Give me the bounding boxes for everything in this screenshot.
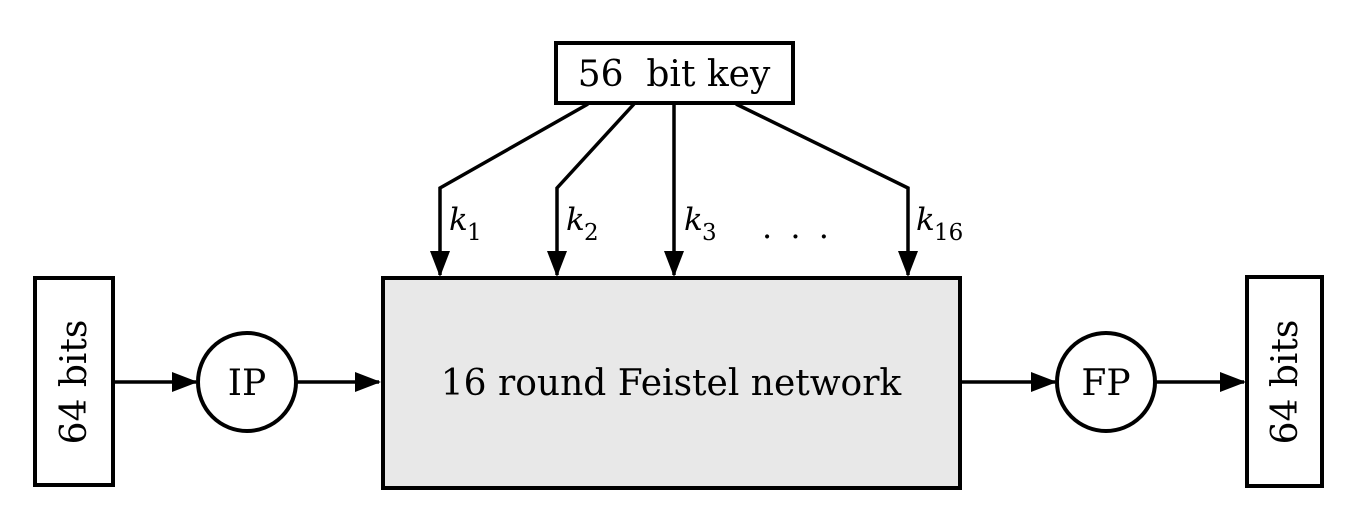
k1-label: k [449,202,468,238]
k16-subscript: 16 [934,220,963,246]
output-64bits-box [1245,275,1324,488]
feistel-network-box [381,276,962,490]
ip-circle [196,331,298,433]
input-64bits-label: 64 bits [54,320,95,445]
k16-label: k [916,202,935,238]
key-box [554,41,795,105]
k2-label: k [566,202,585,238]
key-arrow-k1 [430,102,589,277]
k1-subscript: 1 [467,220,482,246]
feistel-network-label: 16 round Feistel network [441,363,903,404]
ip-label: IP [228,363,266,404]
output-64bits-label: 64 bits [1265,320,1306,445]
k2-subscript: 2 [584,220,599,246]
fp-circle [1055,331,1157,433]
input-64bits-box [33,276,115,487]
key-arrow-k2 [547,102,636,277]
k3-subscript: 3 [702,220,717,246]
key-ellipsis: . . . [762,208,833,246]
fp-label: FP [1081,363,1130,404]
k3-label: k [684,202,703,238]
key-arrow-k16 [735,102,918,277]
key-box-label: 56 bit key [578,54,771,95]
